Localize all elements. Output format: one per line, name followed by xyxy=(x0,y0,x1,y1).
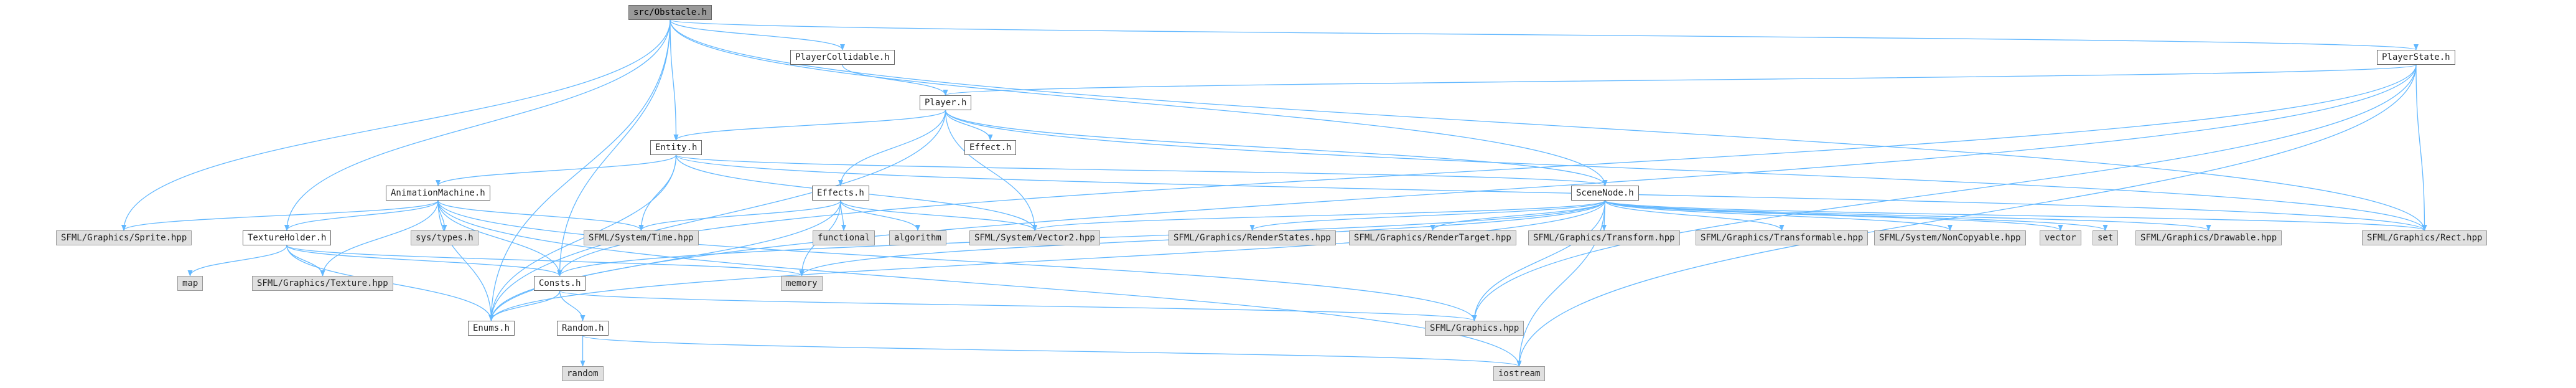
node-playerstate[interactable]: PlayerState.h xyxy=(2377,50,2455,65)
edge-scenenode-to-vector2 xyxy=(1032,200,1606,231)
edge-scenenode-to-vector xyxy=(1604,200,2063,231)
edge-effects-to-algorithm xyxy=(840,200,920,231)
edge-obstacle-to-sprite xyxy=(121,19,671,231)
node-playercollidable[interactable]: PlayerCollidable.h xyxy=(790,50,895,65)
node-renderstates[interactable]: SFML/Graphics/RenderStates.hpp xyxy=(1169,230,1336,245)
node-memory[interactable]: memory xyxy=(781,276,823,291)
edge-scenenode-to-transformable xyxy=(1604,200,1785,231)
node-textureholder[interactable]: TextureHolder.h xyxy=(243,230,332,245)
edge-textureholder-to-map xyxy=(187,245,287,277)
node-random[interactable]: Random.h xyxy=(557,321,609,336)
node-systypes[interactable]: sys/types.h xyxy=(411,230,478,245)
edge-obstacle-to-consts xyxy=(557,19,671,277)
edge-playerstate-to-rect xyxy=(2415,64,2427,231)
edge-consts-to-random xyxy=(559,290,586,321)
node-obstacle[interactable]: src/Obstacle.h xyxy=(628,5,712,20)
edge-obstacle-to-textureholder xyxy=(284,19,671,231)
edge-entity-to-rect xyxy=(675,154,2427,231)
node-rect[interactable]: SFML/Graphics/Rect.hpp xyxy=(2362,230,2488,245)
edge-player-to-vector2 xyxy=(945,110,1037,231)
edge-effects-to-vector2 xyxy=(840,200,1037,231)
edge-entity-to-scenenode xyxy=(675,154,1607,186)
edge-animationmachine-to-graphics xyxy=(437,200,1477,321)
node-vector[interactable]: vector xyxy=(2040,230,2081,245)
edge-playercollidable-to-player xyxy=(842,64,948,96)
node-random-std[interactable]: random xyxy=(562,366,604,381)
edge-obstacle-to-enums xyxy=(488,19,671,321)
edge-scenenode-to-set xyxy=(1604,200,2108,231)
node-transform[interactable]: SFML/Graphics/Transform.hpp xyxy=(1528,230,1680,245)
edge-scenenode-to-noncopyable xyxy=(1604,200,1953,231)
edge-textureholder-to-memory xyxy=(286,245,805,277)
node-drawable[interactable]: SFML/Graphics/Drawable.hpp xyxy=(2135,230,2282,245)
edge-effects-to-enums xyxy=(488,200,841,321)
edge-textureholder-to-consts xyxy=(286,245,562,277)
edge-player-to-enums xyxy=(488,110,946,321)
edge-animationmachine-to-consts xyxy=(437,200,562,277)
node-vector2[interactable]: SFML/System/Vector2.hpp xyxy=(969,230,1100,245)
node-set[interactable]: set xyxy=(2093,230,2119,245)
edge-player-to-entity xyxy=(673,110,946,141)
edge-playerstate-to-iostream xyxy=(1516,64,2417,367)
edge-animationmachine-to-sprite xyxy=(121,200,439,231)
node-algorithm[interactable]: algorithm xyxy=(889,230,946,245)
node-effects[interactable]: Effects.h xyxy=(812,186,869,201)
edge-animationmachine-to-iostream xyxy=(437,200,1522,367)
node-texture[interactable]: SFML/Graphics/Texture.hpp xyxy=(252,276,393,291)
edge-playerstate-to-enums xyxy=(488,64,2417,321)
node-transformable[interactable]: SFML/Graphics/Transformable.hpp xyxy=(1696,230,1869,245)
edge-scenenode-to-drawable xyxy=(1604,200,2211,231)
node-rendertarget[interactable]: SFML/Graphics/RenderTarget.hpp xyxy=(1349,230,1516,245)
edge-obstacle-to-playercollidable xyxy=(670,19,845,50)
node-noncopyable[interactable]: SFML/System/NonCopyable.hpp xyxy=(1874,230,2026,245)
node-player[interactable]: Player.h xyxy=(920,95,972,110)
edge-playerstate-to-player xyxy=(943,64,2417,96)
edge-scenenode-to-renderstates xyxy=(1249,200,1606,231)
node-effect[interactable]: Effect.h xyxy=(964,140,1017,155)
edge-scenenode-to-iostream xyxy=(1516,200,1606,367)
node-sprite[interactable]: SFML/Graphics/Sprite.hpp xyxy=(56,230,192,245)
edge-scenenode-to-rect xyxy=(1604,200,2427,231)
edge-obstacle-to-rect xyxy=(670,19,2427,231)
edge-obstacle-to-playerstate xyxy=(670,19,2418,50)
node-enums[interactable]: Enums.h xyxy=(468,321,515,336)
edge-player-to-effects xyxy=(838,110,946,186)
node-consts[interactable]: Consts.h xyxy=(534,276,586,291)
edge-effects-to-time xyxy=(638,200,841,231)
edge-entity-to-animationmachine xyxy=(436,154,677,186)
edge-animationmachine-to-texture xyxy=(320,200,439,277)
node-entity[interactable]: Entity.h xyxy=(650,140,702,155)
node-graphics[interactable]: SFML/Graphics.hpp xyxy=(1425,321,1524,336)
edge-consts-to-graphics xyxy=(559,290,1477,321)
node-animationmachine[interactable]: AnimationMachine.h xyxy=(386,186,490,201)
edge-animationmachine-to-textureholder xyxy=(284,200,439,231)
node-scenenode[interactable]: SceneNode.h xyxy=(1571,186,1639,201)
edge-obstacle-to-entity xyxy=(670,19,679,141)
edge-player-to-effect xyxy=(945,110,993,141)
node-iostream[interactable]: iostream xyxy=(1493,366,1546,381)
edge-player-to-scenenode xyxy=(945,110,1608,186)
edge-random-to-iostream xyxy=(582,335,1521,367)
edge-player-to-rect xyxy=(945,110,2427,231)
node-map[interactable]: map xyxy=(177,276,203,291)
node-time[interactable]: SFML/System/Time.hpp xyxy=(584,230,699,245)
edge-scenenode-to-graphics xyxy=(1472,200,1606,321)
edge-scenenode-to-enums xyxy=(488,200,1606,321)
edge-animationmachine-to-time xyxy=(437,200,644,231)
edge-playerstate-to-graphics xyxy=(1472,64,2417,321)
edge-consts-to-enums xyxy=(488,290,561,321)
node-functional[interactable]: functional xyxy=(813,230,875,245)
edge-entity-to-time xyxy=(638,154,677,231)
edge-obstacle-to-scenenode xyxy=(670,19,1608,186)
edge-animationmachine-to-enums xyxy=(437,200,494,321)
